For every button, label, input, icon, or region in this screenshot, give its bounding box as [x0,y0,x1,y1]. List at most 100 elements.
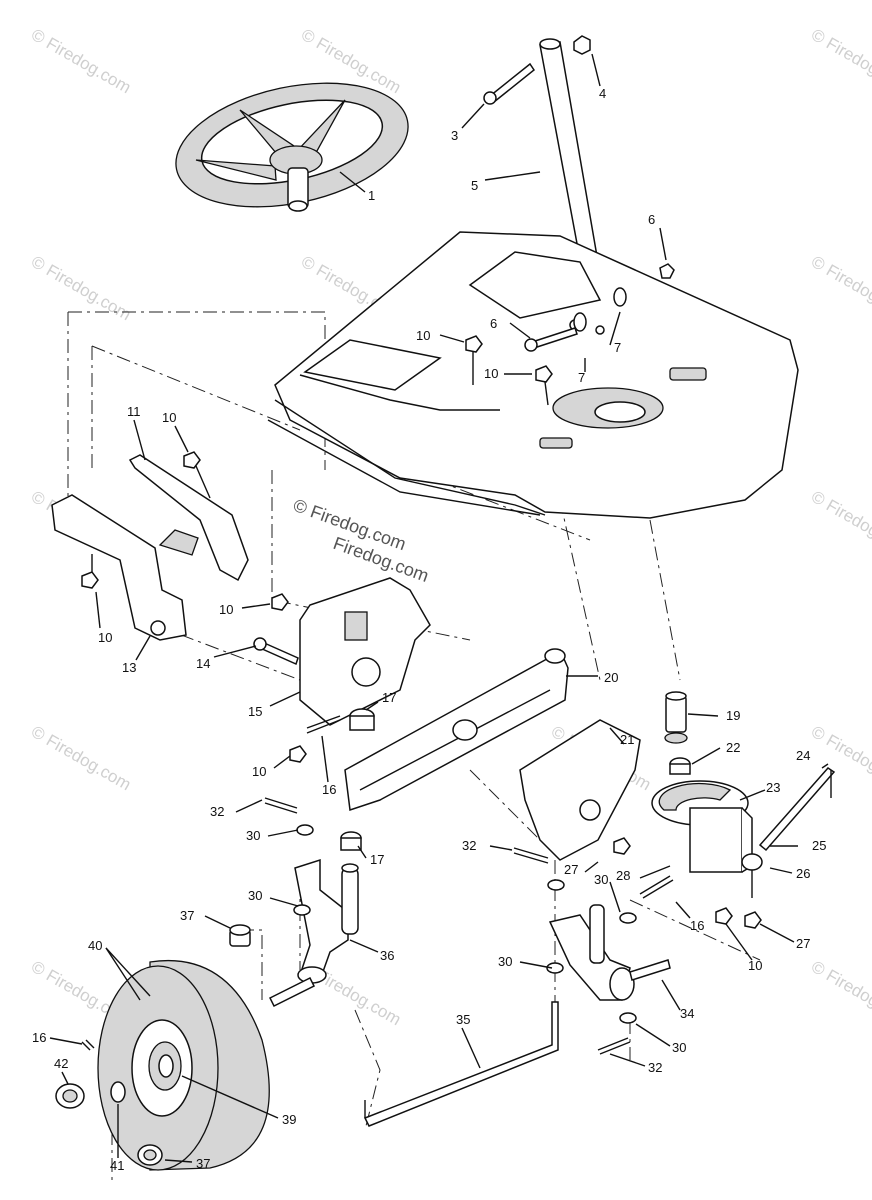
callout-23: 23 [766,780,780,795]
callout-34: 34 [680,1006,694,1021]
washer [547,879,565,891]
left-spindle [268,858,359,1008]
washer [619,912,637,924]
right-spindle [548,904,671,1001]
pinion-gear [664,691,688,744]
callout-6: 6 [648,212,655,227]
watermark: © Firedog.com [808,252,872,324]
callout-4: 4 [599,86,606,101]
callout-10: 10 [748,958,762,973]
callout-10: 10 [98,630,112,645]
callout-20: 20 [604,670,618,685]
callout-6: 6 [490,316,497,331]
cotter-pin [513,847,549,864]
callout-10: 10 [252,764,266,779]
bracket-bolt [183,451,211,499]
ball-joint [741,853,763,898]
callout-11: 11 [127,404,141,419]
callout-35: 35 [456,1012,470,1027]
callout-13: 13 [122,660,136,675]
callout-labels: 1 3 4 5 6 6 7 7 10 10 11 10 10 13 10 14 … [32,86,826,1173]
callout-1: 1 [368,188,375,203]
shaft-bolt-lower [524,327,578,352]
axle-bushing [340,831,362,851]
front-axle [344,648,569,812]
callout-24: 24 [796,748,810,763]
cotter-pin [639,875,674,899]
watermark: © Firedog.com [28,252,134,324]
steering-wheel [175,82,409,212]
washer [573,312,587,332]
left-mounting-bracket [51,454,249,641]
support-bolt [253,637,299,666]
callout-36: 36 [380,948,394,963]
hub-cap [55,1083,85,1109]
dash-bolt [465,335,483,385]
callout-37: 37 [196,1156,210,1171]
drag-link [758,767,836,852]
support-bolt [271,593,289,611]
callout-26: 26 [796,866,810,881]
callout-30: 30 [248,888,262,903]
axle-bushing [349,708,375,731]
callout-10: 10 [162,410,176,425]
watermark: © Firedog.com [28,722,134,794]
callout-22: 22 [726,740,740,755]
callout-19: 19 [726,708,740,723]
nut [659,263,675,279]
axle-pivot-bracket [519,719,641,861]
callout-16: 16 [32,1030,46,1045]
callout-10: 10 [219,602,233,617]
watermark-layer: © Firedog.com © Firedog.com © Firedog.co… [28,25,872,1029]
watermark: © Firedog.com [808,487,872,559]
callout-21: 21 [620,732,634,747]
callout-14: 14 [196,656,210,671]
washer [613,287,627,307]
callout-28: 28 [616,868,630,883]
callout-30: 30 [246,828,260,843]
watermark: © Firedog.com [808,957,872,1029]
callout-7: 7 [578,370,585,385]
callout-40: 40 [88,938,102,953]
shaft-bolt [483,62,536,105]
watermark: © Firedog.com [28,25,134,97]
watermark: © Firedog.com [808,25,872,97]
washer [110,1081,126,1103]
callout-32: 32 [210,804,224,819]
wheel-bushing [137,1144,163,1166]
washer [546,962,564,974]
callout-27: 27 [796,936,810,951]
callout-39: 39 [282,1112,296,1127]
callout-27: 27 [564,862,578,877]
washer [293,904,311,916]
cotter-pin [81,1039,95,1051]
front-wheel [97,960,270,1171]
callout-17: 17 [370,852,384,867]
callout-16: 16 [322,782,336,797]
gear-bushing [669,757,691,775]
nut [744,911,762,929]
callout-3: 3 [451,128,458,143]
callout-30: 30 [594,872,608,887]
callout-7: 7 [614,340,621,355]
dash-bolt [535,365,553,406]
nut [613,837,631,855]
callout-25: 25 [812,838,826,853]
callout-32: 32 [648,1060,662,1075]
callout-10: 10 [484,366,498,381]
callout-37: 37 [180,908,194,923]
bracket-bolt [81,554,99,589]
cotter-pin [306,715,341,734]
callout-15: 15 [248,704,262,719]
leader-lines [49,53,829,1163]
callout-10: 10 [416,328,430,343]
callout-41: 41 [110,1158,124,1173]
nut [715,907,733,925]
callout-32: 32 [462,838,476,853]
cotter-pin [264,797,298,814]
washer [619,1012,637,1024]
sector-gear [651,780,753,873]
callout-5: 5 [471,178,478,193]
lower-bolt [289,745,307,763]
